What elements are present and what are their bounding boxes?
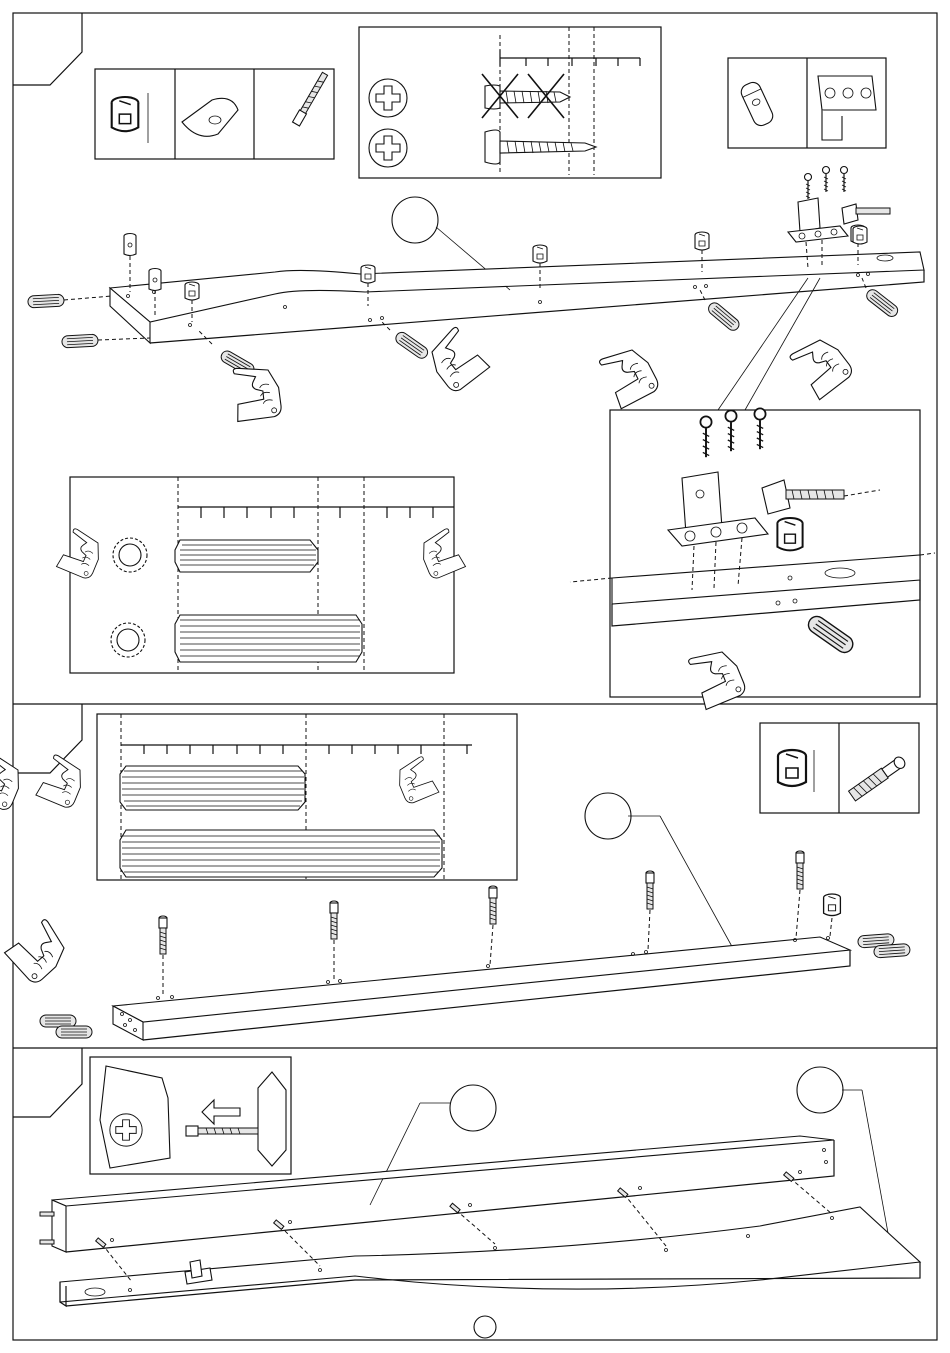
part-callout-step3-a	[370, 1085, 496, 1205]
panel-cam-lock-bolt	[760, 723, 919, 813]
board-step1	[110, 252, 924, 343]
metal-bracket-icon	[818, 76, 876, 140]
wooden-dowel-icon	[805, 613, 856, 656]
barrel-nut-icon	[739, 80, 776, 128]
cam-bolt-icon	[849, 755, 907, 801]
cam-lock-icon	[112, 97, 139, 131]
wooden-dowel-icon	[175, 540, 362, 662]
panel-cam-tighten	[90, 1057, 291, 1174]
panel-screw-selection	[359, 27, 661, 178]
step-badge-1	[13, 13, 82, 85]
board-step3-lower	[60, 1207, 920, 1306]
page-number-circle	[474, 1316, 496, 1338]
pointing-hand-icon	[0, 752, 23, 812]
part-callout-step2	[585, 793, 735, 952]
panel-barrel-nut-bracket	[728, 58, 886, 148]
gear-icon	[111, 623, 145, 657]
phillips-screw-icon	[110, 1114, 142, 1146]
gear-icon	[113, 538, 147, 572]
cam-bolt-icon	[293, 72, 329, 126]
wood-screw-icon	[485, 130, 596, 164]
pointing-hand-icon	[0, 911, 74, 988]
cam-lock-icon	[778, 750, 806, 786]
push-arrow-icon	[202, 1100, 240, 1124]
panel-cam-lock-wedge-bolt	[95, 69, 334, 159]
panel-dowel-gauge	[55, 477, 466, 673]
bracket-assembly-step1	[788, 167, 890, 269]
panel-bracket-detail	[570, 408, 935, 716]
panel-dowel-gauge-step2	[35, 714, 517, 880]
cam-bolt-icon	[186, 1126, 258, 1136]
phillips-screw-icon	[369, 129, 407, 167]
wooden-dowel-icon	[120, 766, 442, 877]
phillips-screw-icon	[369, 79, 407, 117]
wood-screw-icon	[485, 85, 570, 109]
step-badge-2	[13, 704, 82, 773]
step-badge-3	[13, 1048, 82, 1117]
board-step2	[113, 937, 850, 1041]
